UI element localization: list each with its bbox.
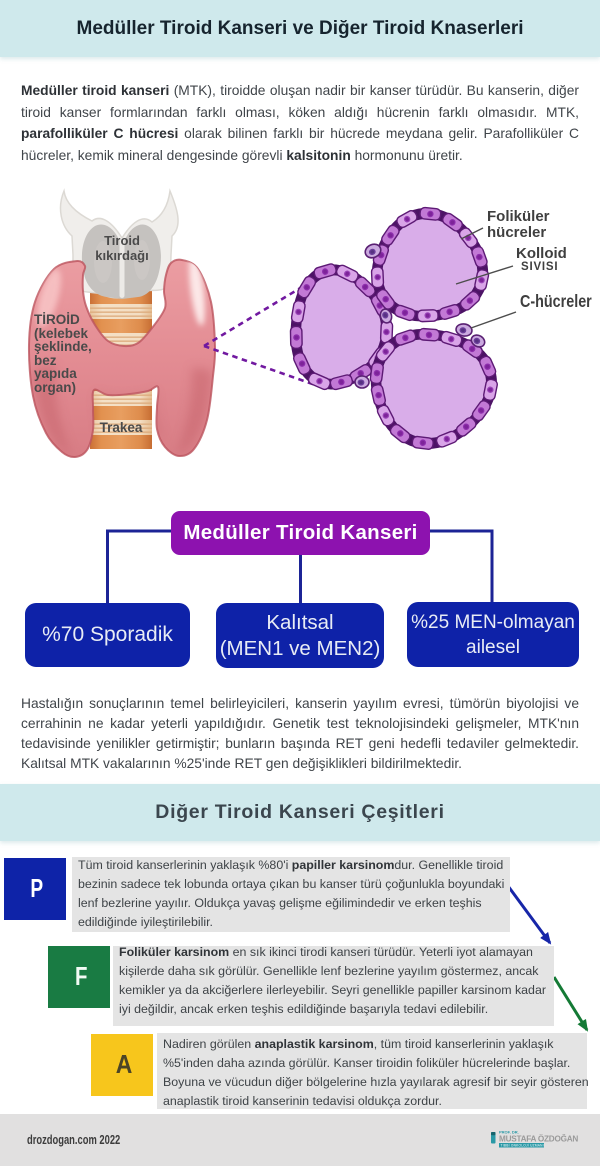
svg-text:TIBBİ ONKOLOJİ UZMANI: TIBBİ ONKOLOJİ UZMANI [501, 1142, 544, 1147]
svg-text:MUSTAFA ÖZDOĞAN: MUSTAFA ÖZDOĞAN [499, 1133, 578, 1144]
svg-text:PROF. DR.: PROF. DR. [499, 1130, 519, 1135]
